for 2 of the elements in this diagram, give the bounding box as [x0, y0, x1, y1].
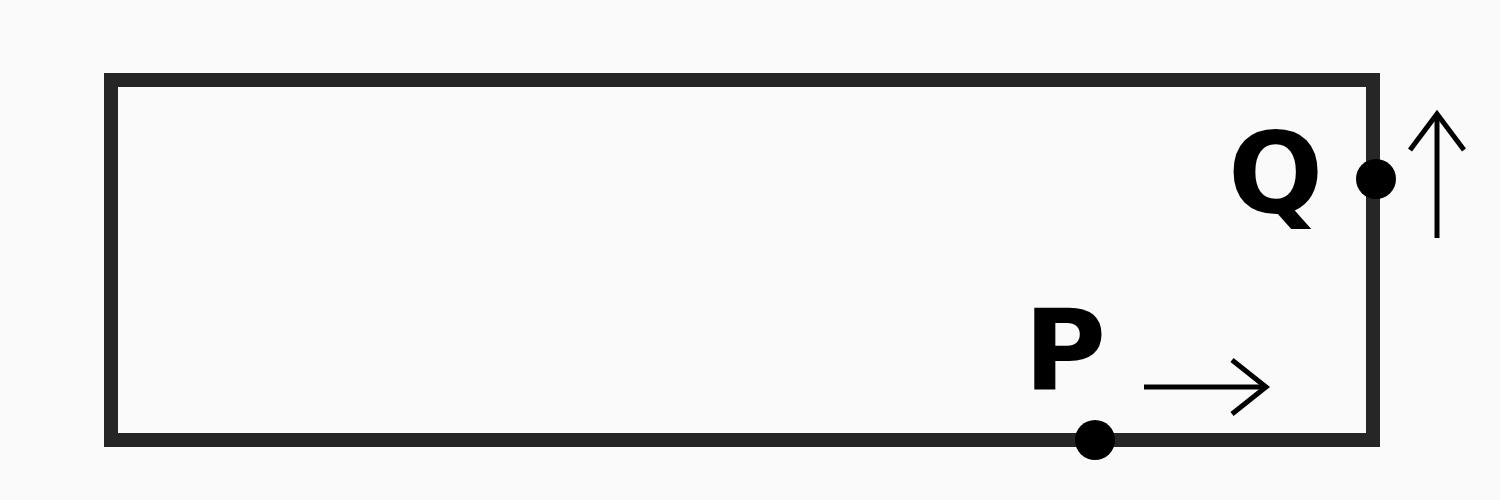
point-label: P [1024, 294, 1107, 406]
point-label: Q [1228, 118, 1324, 230]
